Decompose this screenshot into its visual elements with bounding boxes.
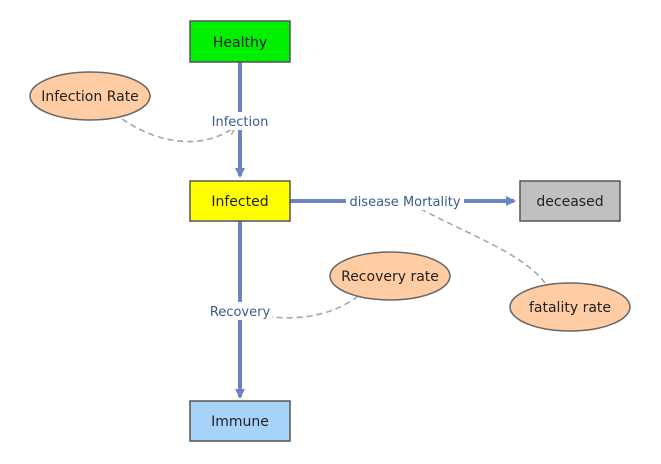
stock-healthy-label: Healthy <box>213 35 267 51</box>
stock-healthy[interactable]: Healthy <box>189 20 291 63</box>
param-recovery-rate[interactable]: Recovery rate <box>329 251 451 301</box>
param-recovery-rate-label: Recovery rate <box>341 269 439 285</box>
stock-deceased[interactable]: deceased <box>519 180 621 222</box>
stock-immune-label: Immune <box>211 414 269 430</box>
stock-deceased-label: deceased <box>536 194 603 210</box>
param-fatality-rate-label: fatality rate <box>529 300 611 316</box>
mortality-flow-label: disease Mortality <box>349 195 460 210</box>
infection-flow-label: Infection <box>212 115 269 130</box>
stock-infected-label: Infected <box>211 194 268 210</box>
recovery-rate-link <box>251 295 359 319</box>
infection-rate-link <box>121 118 236 143</box>
recovery-flow-label: Recovery <box>210 305 271 320</box>
stock-infected[interactable]: Infected <box>189 180 291 222</box>
param-fatality-rate[interactable]: fatality rate <box>509 282 631 332</box>
stock-immune[interactable]: Immune <box>189 400 291 442</box>
param-infection-rate-label: Infection Rate <box>41 89 139 105</box>
param-infection-rate[interactable]: Infection Rate <box>29 71 151 121</box>
